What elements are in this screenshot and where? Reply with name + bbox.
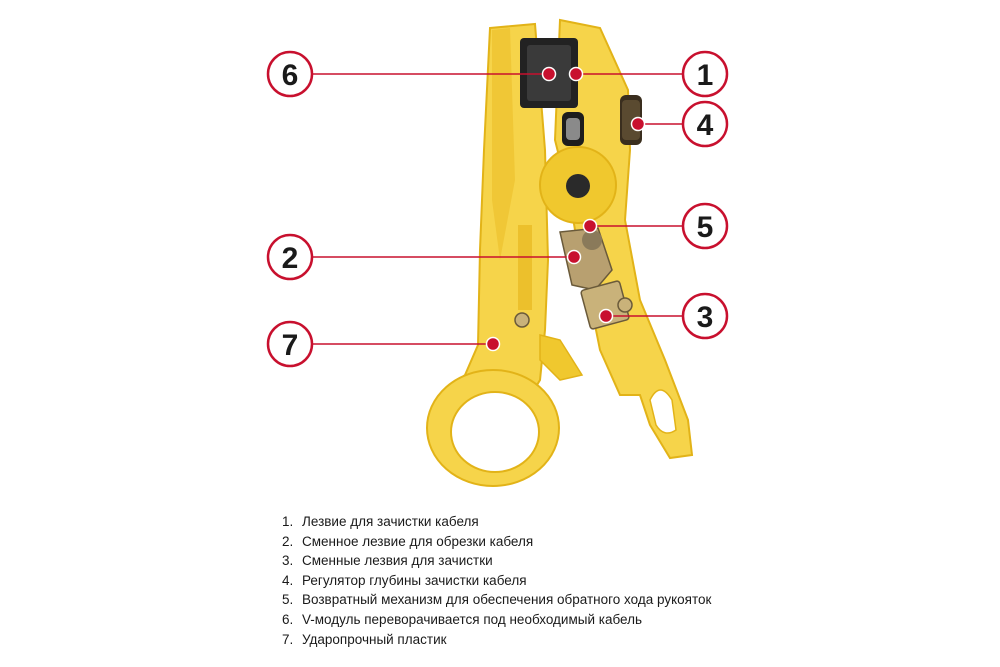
callout-number-7: 7 bbox=[282, 329, 299, 362]
callout-badge-6: 6 bbox=[266, 50, 314, 98]
legend-index: 4. bbox=[282, 572, 294, 588]
blade-slot-inner bbox=[566, 118, 580, 140]
blade-screw-right bbox=[617, 297, 633, 313]
return-spring bbox=[582, 230, 602, 250]
callout-number-1: 1 bbox=[697, 59, 714, 92]
legend-text: Возвратный механизм для обеспечения обра… bbox=[302, 592, 712, 608]
legend-index: 2. bbox=[282, 533, 294, 549]
tool-hook-notch bbox=[649, 389, 677, 434]
callout-dot-7 bbox=[485, 336, 501, 352]
legend-item: 4. Регулятор глубины зачистки кабеля bbox=[282, 571, 802, 591]
pivot-screw bbox=[566, 174, 590, 198]
legend-item: 3. Сменные лезвия для зачистки bbox=[282, 551, 802, 571]
legend-text: Регулятор глубины зачистки кабеля bbox=[302, 572, 527, 588]
legend-index: 1. bbox=[282, 514, 294, 529]
legend-item: 6. V-модуль переворачивается под необходи… bbox=[282, 610, 802, 630]
legend-index: 5. bbox=[282, 592, 294, 608]
callout-badge-7: 7 bbox=[266, 320, 314, 368]
callout-number-3: 3 bbox=[697, 301, 714, 334]
lock-tab bbox=[539, 334, 584, 381]
callout-number-6: 6 bbox=[282, 59, 299, 92]
legend-item: 2. Сменное лезвие для обрезки кабеля bbox=[282, 532, 802, 552]
callout-dots bbox=[485, 66, 646, 352]
callout-badge-1: 1 bbox=[681, 50, 729, 98]
callout-badge-4: 4 bbox=[681, 100, 729, 148]
legend-text: Лезвие для зачистки кабеля bbox=[302, 514, 479, 529]
callout-number-2: 2 bbox=[282, 242, 299, 275]
legend-text: Ударопрочный пластик bbox=[302, 631, 447, 647]
callout-badge-2: 2 bbox=[266, 233, 314, 281]
legend-item: 5. Возвратный механизм для обеспечения об… bbox=[282, 590, 802, 610]
callout-badge-3: 3 bbox=[681, 292, 729, 340]
callout-dot-3 bbox=[598, 308, 614, 324]
callout-badge-5: 5 bbox=[681, 202, 729, 250]
callout-dot-2 bbox=[566, 249, 582, 265]
callout-dot-4 bbox=[630, 116, 646, 132]
callout-dot-1 bbox=[568, 66, 584, 82]
callout-dot-5 bbox=[582, 218, 598, 234]
legend-item: 1. Лезвие для зачистки кабеля bbox=[282, 512, 802, 532]
callout-lines bbox=[313, 73, 682, 345]
callout-number-5: 5 bbox=[697, 211, 714, 244]
legend-index: 7. bbox=[282, 631, 294, 647]
tool-head-shade bbox=[492, 28, 515, 260]
legend-item: 7. Ударопрочный пластик bbox=[282, 630, 802, 650]
cable-stripper-tool bbox=[426, 18, 694, 487]
blade-screw-left bbox=[514, 312, 530, 328]
tool-ring-hole bbox=[450, 391, 540, 473]
callout-number-4: 4 bbox=[697, 109, 714, 142]
legend-text: V-модуль переворачивается под необходимы… bbox=[302, 611, 642, 627]
parts-legend: 1. Лезвие для зачистки кабеля 2. Сменное л… bbox=[282, 512, 802, 649]
legend-text: Сменное лезвие для обрезки кабеля bbox=[302, 533, 534, 549]
callout-dot-6 bbox=[541, 66, 557, 82]
brand-strip bbox=[518, 225, 532, 310]
legend-index: 6. bbox=[282, 611, 294, 627]
legend-index: 3. bbox=[282, 553, 294, 569]
legend-text: Сменные лезвия для зачистки bbox=[302, 553, 493, 569]
